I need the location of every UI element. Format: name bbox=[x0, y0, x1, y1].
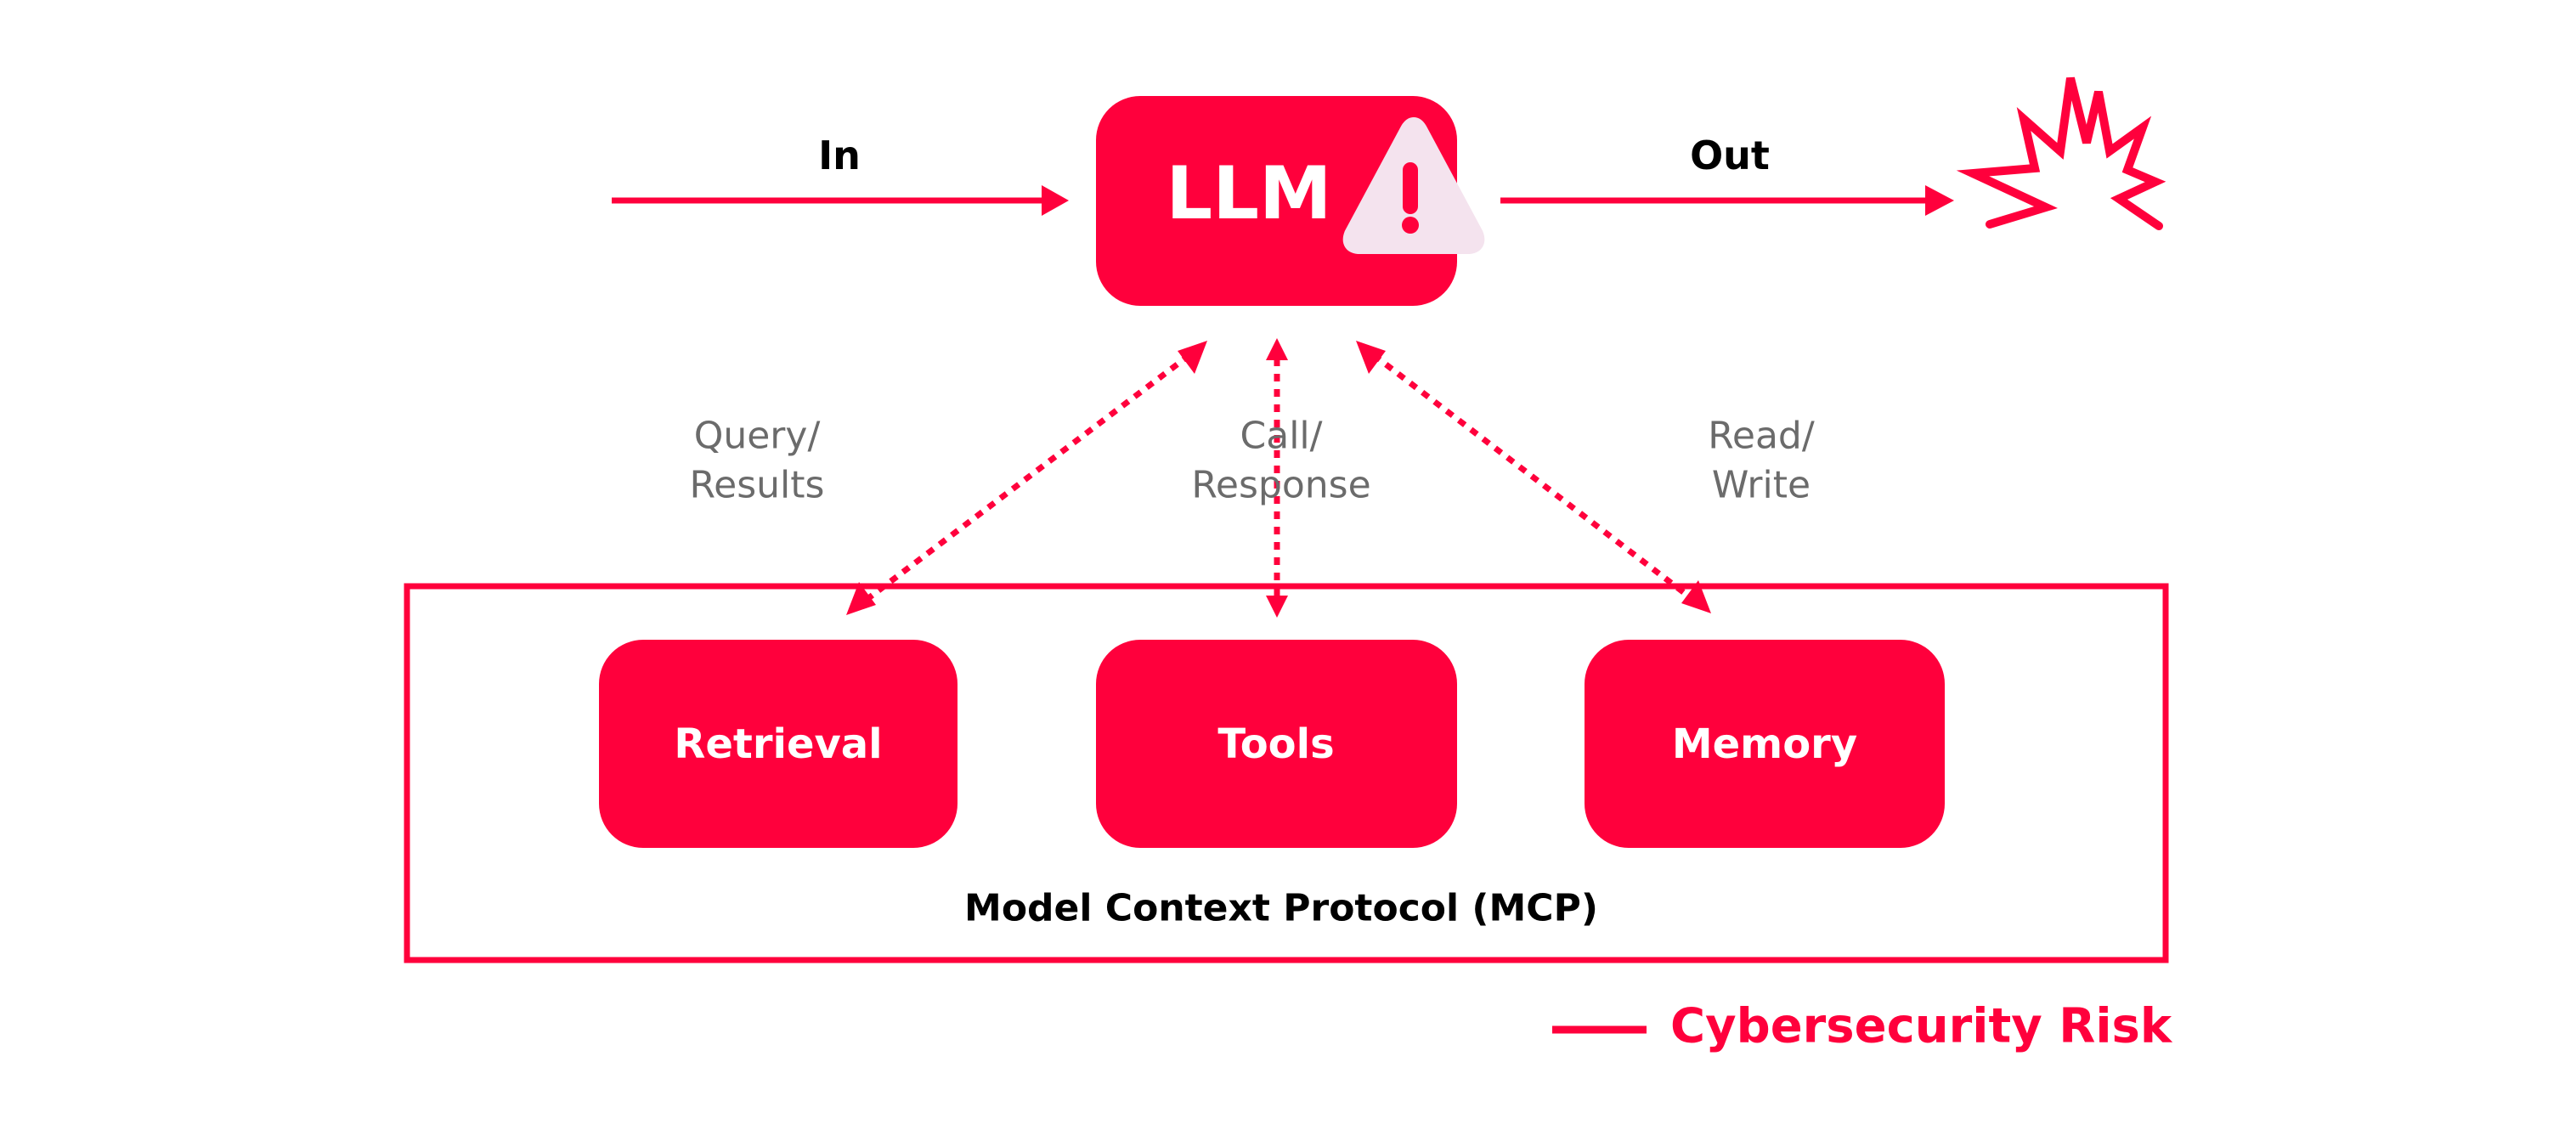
llm-label: LLM bbox=[1166, 151, 1331, 236]
legend: Cybersecurity Risk bbox=[1552, 999, 2173, 1054]
legend-label: Cybersecurity Risk bbox=[1670, 999, 2173, 1054]
retrieval-edge-label-line1: Query/ bbox=[694, 415, 821, 458]
input-label: In bbox=[818, 133, 861, 178]
input-arrow bbox=[612, 185, 1069, 216]
tools-connector bbox=[1266, 338, 1288, 618]
tools-edge-label-line2: Response bbox=[1191, 464, 1370, 507]
output-arrow bbox=[1500, 185, 1954, 216]
mcp-label: Model Context Protocol (MCP) bbox=[964, 887, 1598, 930]
memory-label: Memory bbox=[1672, 720, 1857, 768]
output-label: Out bbox=[1690, 133, 1770, 178]
retrieval-node: Retrieval bbox=[599, 640, 958, 848]
warning-icon bbox=[1342, 117, 1485, 254]
memory-edge-label-line1: Read/ bbox=[1708, 415, 1815, 458]
memory-node: Memory bbox=[1585, 640, 1945, 848]
tools-node: Tools bbox=[1096, 640, 1457, 848]
tools-edge-label-line1: Call/ bbox=[1240, 415, 1323, 458]
memory-connector bbox=[1356, 341, 1711, 613]
memory-edge-label-line2: Write bbox=[1712, 464, 1811, 507]
retrieval-label: Retrieval bbox=[674, 720, 882, 768]
explosion-icon bbox=[1956, 76, 2166, 230]
retrieval-edge-label-line2: Results bbox=[690, 464, 825, 507]
tools-label: Tools bbox=[1217, 720, 1334, 768]
mcp-container bbox=[404, 583, 2169, 963]
retrieval-connector bbox=[846, 341, 1207, 615]
